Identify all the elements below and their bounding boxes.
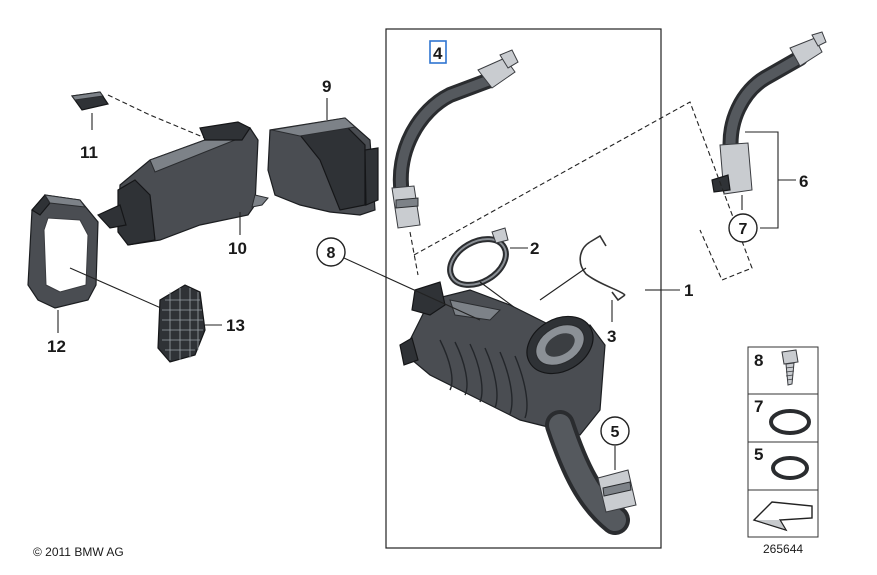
oring-small-icon xyxy=(771,456,809,480)
part-13-grille[interactable] xyxy=(157,284,206,363)
callout-11[interactable]: 11 xyxy=(80,143,98,162)
oring-large-icon xyxy=(769,409,811,435)
legend-row-oring-large[interactable]: 7 xyxy=(754,397,811,435)
callout-8-label: 8 xyxy=(327,245,336,262)
assembly-frame xyxy=(385,28,662,549)
legend-row-oring-small-label: 5 xyxy=(754,445,763,464)
part-10-air-duct[interactable] xyxy=(96,121,269,246)
part-4-vent-hose[interactable] xyxy=(391,49,519,229)
dashed-connector-upper xyxy=(413,101,753,281)
legend-row-oring-large-label: 7 xyxy=(754,397,763,416)
part-3-wire-clip[interactable] xyxy=(579,234,626,302)
legend-row-bolt[interactable]: 8 xyxy=(754,349,799,386)
callout-12[interactable]: 12 xyxy=(47,337,66,356)
part-2-clamp[interactable] xyxy=(442,227,514,294)
leader-3-to-body xyxy=(539,267,587,301)
dashed-connector-lower xyxy=(409,231,419,276)
bolt-icon xyxy=(781,349,799,386)
callout-4-highlight xyxy=(429,40,447,64)
callout-5-circle[interactable]: 5 xyxy=(600,416,630,446)
callout-8-circle[interactable]: 8 xyxy=(316,237,346,267)
callout-2[interactable]: 2 xyxy=(530,239,539,258)
part-9-intake-scoop[interactable] xyxy=(267,117,379,216)
callout-13[interactable]: 13 xyxy=(226,316,245,335)
callout-9[interactable]: 9 xyxy=(322,77,331,96)
diagram-id: 265644 xyxy=(763,542,803,556)
leader-8 xyxy=(343,257,481,321)
callout-7-circle[interactable]: 7 xyxy=(728,213,758,243)
legend-row-arrow[interactable] xyxy=(752,501,813,532)
callout-1[interactable]: 1 xyxy=(684,281,693,300)
callout-10[interactable]: 10 xyxy=(228,239,247,258)
part-6-hose[interactable] xyxy=(711,31,827,195)
callout-5-label: 5 xyxy=(611,424,620,441)
callout-4[interactable]: 4 xyxy=(433,44,443,63)
legend-row-oring-small[interactable]: 5 xyxy=(754,445,809,480)
part-1-intake-housing[interactable] xyxy=(399,281,637,535)
callout-6[interactable]: 6 xyxy=(799,172,808,191)
callout-3[interactable]: 3 xyxy=(607,327,616,346)
legend-row-bolt-label: 8 xyxy=(754,351,763,370)
copyright-text: © 2011 BMW AG xyxy=(33,545,124,559)
leader-12-to-13 xyxy=(69,267,171,313)
part-11-pad[interactable] xyxy=(70,91,109,111)
dashed-leader-11 xyxy=(107,94,211,141)
part-12-seal-frame[interactable] xyxy=(27,193,99,309)
callout-7-label: 7 xyxy=(739,221,748,238)
